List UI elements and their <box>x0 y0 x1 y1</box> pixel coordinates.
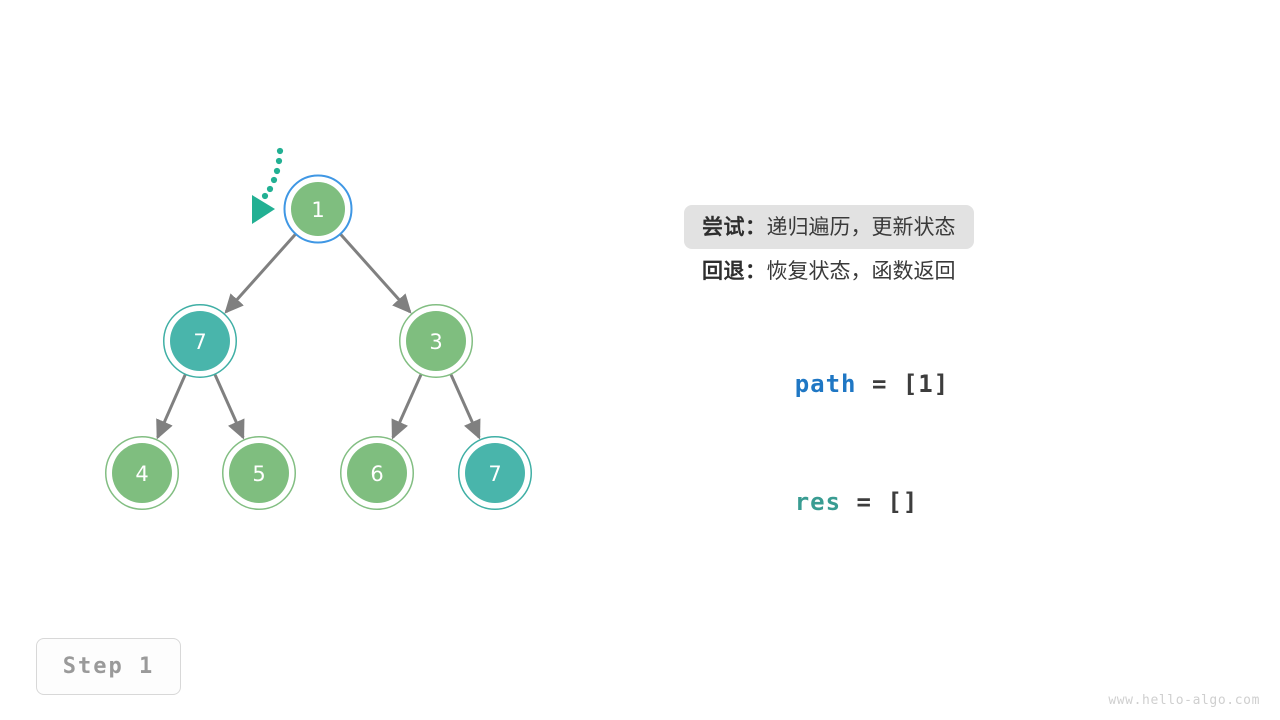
tree-edge-n1-n7l <box>224 231 298 314</box>
try-line-body: 递归遍历，更新状态 <box>766 215 956 239</box>
cursor-dot-4 <box>266 185 274 193</box>
path-variable-assign: = <box>856 370 903 398</box>
res-variable-value: [] <box>887 488 919 516</box>
node-gap <box>285 176 351 242</box>
cursor-dot-2 <box>273 167 281 175</box>
tree-edges <box>156 231 481 440</box>
node-gap <box>459 437 531 509</box>
step-badge: Step 1 <box>36 638 181 695</box>
cursor-dot-5 <box>261 192 269 200</box>
node-circle <box>406 311 466 371</box>
res-variable-assign: = <box>841 488 888 516</box>
node-ring <box>105 436 179 510</box>
tree-node-6-n6[interactable]: 6 <box>340 436 414 510</box>
try-line-keyword: 尝试： <box>702 215 767 239</box>
cursor-arrowhead-icon <box>252 195 275 224</box>
node-circle <box>170 311 230 371</box>
tree-edge-n3-n6 <box>391 372 424 440</box>
node-gap <box>341 437 413 509</box>
tree-edge-n1-n3 <box>338 231 412 314</box>
watermark: www.hello-algo.com <box>1108 693 1260 708</box>
cursor-dot-3 <box>270 176 278 184</box>
node-gap <box>400 305 472 377</box>
node-ring <box>163 304 237 378</box>
path-variable-value: [1] <box>902 370 950 398</box>
path-variable-line: path = [1] <box>702 324 949 398</box>
step-badge-label: Step 1 <box>62 654 155 679</box>
node-circle <box>229 443 289 503</box>
cursor-dot-1 <box>275 157 283 165</box>
tree-edge-n7l-n5 <box>212 372 245 440</box>
path-variable-name: path <box>794 370 857 398</box>
node-ring <box>222 436 296 510</box>
backtrack-line-keyword: 回退： <box>702 259 767 283</box>
tree-node-7-n7r[interactable]: 7 <box>458 436 532 510</box>
node-ring <box>283 174 353 244</box>
node-ring <box>399 304 473 378</box>
node-circle <box>347 443 407 503</box>
node-circle <box>465 443 525 503</box>
tree-node-7-n7l[interactable]: 7 <box>163 304 237 378</box>
tree-node-5-n5[interactable]: 5 <box>222 436 296 510</box>
node-circle <box>291 182 345 236</box>
tree-edge-n3-n7r <box>448 372 481 440</box>
recursion-cursor <box>252 147 284 224</box>
tree-node-3-n3[interactable]: 3 <box>399 304 473 378</box>
state-info-panel: 尝试：递归遍历，更新状态 回退：恢复状态，函数返回 path = [1] res… <box>684 205 1244 516</box>
backtrack-line-body: 恢复状态，函数返回 <box>766 259 956 283</box>
node-gap <box>223 437 295 509</box>
res-variable-name: res <box>794 488 842 516</box>
cursor-dot-0 <box>276 147 284 155</box>
node-gap <box>106 437 178 509</box>
tree-node-1-n1[interactable]: 1 <box>283 174 353 244</box>
tree-node-4-n4[interactable]: 4 <box>105 436 179 510</box>
node-circle <box>112 443 172 503</box>
try-line: 尝试：递归遍历，更新状态 <box>684 205 974 249</box>
backtrack-line: 回退：恢复状态，函数返回 <box>684 249 974 293</box>
tree-edge-n7l-n4 <box>156 372 188 440</box>
res-variable-line: res = [] <box>702 442 918 516</box>
node-gap <box>164 305 236 377</box>
node-ring <box>340 436 414 510</box>
node-ring <box>458 436 532 510</box>
